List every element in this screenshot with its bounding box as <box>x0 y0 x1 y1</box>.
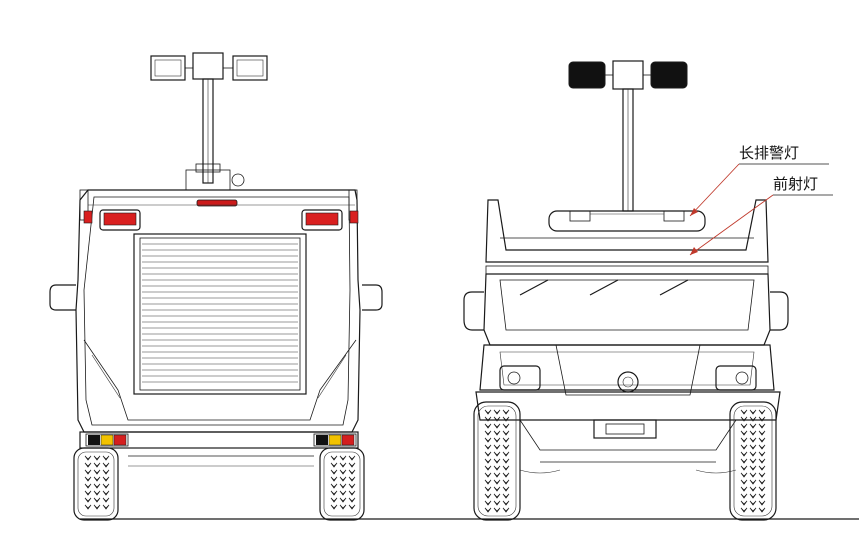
rear-beacon-light <box>196 199 238 207</box>
annotation-light-bar: 长排警灯 <box>689 144 829 217</box>
rear-wheels <box>73 447 365 521</box>
front-wheels <box>473 401 777 521</box>
front-headlights <box>499 365 757 391</box>
rear-mast-floodlights <box>150 52 268 207</box>
front-light-bar <box>548 210 706 232</box>
annotation-front-light-label: 前射灯 <box>773 175 818 193</box>
front-mast-floodlights <box>568 60 688 212</box>
rear-tail-lights <box>83 209 359 231</box>
annotation-front-light: 前射灯 <box>689 175 833 256</box>
vehicle-front-view-drawing <box>463 60 789 521</box>
annotation-light-bar-label: 长排警灯 <box>739 144 799 162</box>
rear-roller-shutter <box>133 233 307 395</box>
vehicle-rear-view-drawing <box>49 52 383 521</box>
